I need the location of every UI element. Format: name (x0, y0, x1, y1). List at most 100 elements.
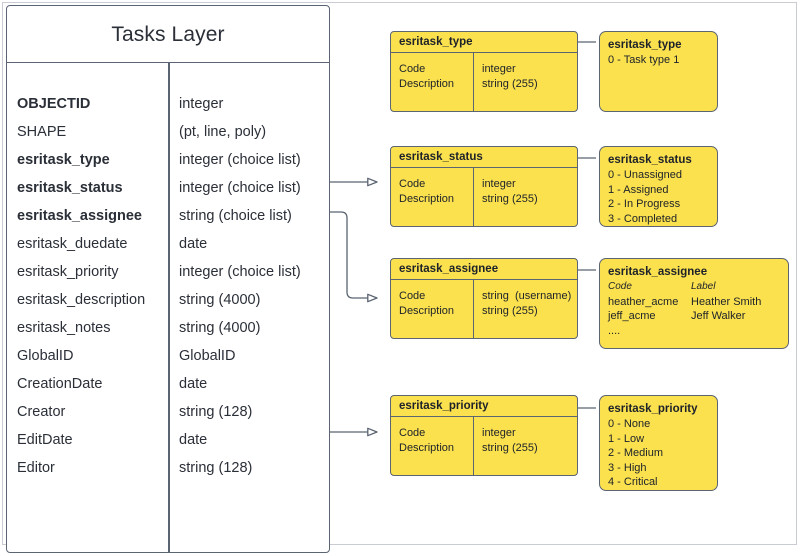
domain-box-left-labels: Code Description (399, 178, 455, 205)
field-name: GlobalID (17, 348, 74, 364)
tasks-layer-entity: Tasks Layer OBJECTID integer SHAPE (pt, … (6, 5, 330, 553)
domain-box-left-labels: Code Description (399, 290, 455, 317)
value-box-title: esritask_status (608, 154, 692, 166)
domain-box-title: esritask_type (391, 32, 577, 53)
domain-box-divider (473, 168, 475, 226)
value-box-item: 0 - None (608, 418, 651, 430)
assignee-code: heather_acme (608, 295, 679, 308)
value-box-item: 3 - High (608, 461, 647, 474)
field-name: CreationDate (17, 376, 103, 392)
value-box-item: 3 - Completed (608, 212, 678, 225)
table-row: esritask_priority integer (choice list) (7, 258, 329, 286)
field-type: integer (choice list) (179, 180, 301, 196)
column-header-label: Label (691, 281, 716, 292)
field-name: Editor (17, 460, 55, 476)
domain-box-right-labels: integer string (255) (482, 178, 538, 205)
field-type: date (179, 236, 208, 252)
value-box-item: 1 - Assigned (608, 183, 669, 196)
value-box-title: esritask_assignee (608, 266, 708, 278)
domain-box-body: Code Description string (username) strin… (391, 280, 577, 338)
domain-box-body: Code Description integer string (255) (391, 53, 577, 111)
domain-box-title: esritask_priority (391, 396, 577, 417)
field-name: esritask_priority (17, 264, 119, 280)
domain-box-divider (473, 417, 475, 475)
diagram-frame (2, 2, 797, 545)
field-type: integer (choice list) (179, 152, 301, 168)
value-box-esritask-status: esritask_status 0 - Unassigned 1 - Assig… (599, 146, 718, 227)
table-row: jeff_acme Jeff Walker (608, 309, 780, 324)
domain-box-title: esritask_assignee (391, 259, 577, 280)
field-name: esritask_type (17, 152, 110, 168)
field-name: esritask_status (17, 180, 123, 196)
value-box-ellipsis: .... (608, 324, 621, 337)
field-type: date (179, 376, 208, 392)
value-box-esritask-assignee: esritask_assignee Code Label heather_acm… (599, 258, 789, 349)
domain-box-left-labels: Code Description (399, 63, 455, 90)
page-title: Tasks Layer (7, 6, 329, 63)
value-box-column-headers: Code Label (608, 280, 780, 295)
field-name: OBJECTID (17, 96, 91, 112)
field-name: EditDate (17, 432, 73, 448)
table-row: esritask_type integer (choice list) (7, 146, 329, 174)
field-type: string (128) (179, 404, 253, 420)
value-box-title: esritask_type (608, 39, 682, 51)
table-row: EditDate date (7, 426, 329, 454)
domain-box-right-labels: integer string (255) (482, 427, 538, 454)
domain-box-title: esritask_status (391, 147, 577, 168)
table-row: CreationDate date (7, 370, 329, 398)
table-row: OBJECTID integer (7, 90, 329, 118)
domain-box-body: Code Description integer string (255) (391, 417, 577, 475)
field-type: string (4000) (179, 292, 261, 308)
domain-box-right-labels: integer string (255) (482, 63, 538, 90)
table-row: SHAPE (pt, line, poly) (7, 118, 329, 146)
field-type: (pt, line, poly) (179, 124, 267, 140)
assignee-label: Heather Smith (691, 295, 762, 308)
value-box-item: 0 - Task type 1 (608, 54, 680, 66)
field-type: date (179, 432, 208, 448)
table-row: esritask_duedate date (7, 230, 329, 258)
value-box-item: 2 - In Progress (608, 198, 681, 210)
field-type: integer (179, 96, 224, 112)
domain-box-esritask-priority: esritask_priority Code Description integ… (390, 395, 578, 476)
value-box-esritask-priority: esritask_priority 0 - None 1 - Low 2 - M… (599, 395, 718, 491)
domain-box-body: Code Description integer string (255) (391, 168, 577, 226)
field-name: esritask_assignee (17, 208, 142, 224)
field-name: esritask_description (17, 292, 146, 308)
domain-box-right-labels: string (username) string (255) (482, 290, 572, 317)
assignee-label: Jeff Walker (691, 310, 746, 322)
entity-body: OBJECTID integer SHAPE (pt, line, poly) … (7, 63, 329, 552)
value-box-item: 2 - Medium (608, 447, 664, 459)
assignee-code: jeff_acme (608, 310, 656, 322)
domain-box-esritask-status: esritask_status Code Description integer… (390, 146, 578, 227)
field-type: string (4000) (179, 320, 261, 336)
field-name: Creator (17, 404, 66, 420)
field-type: string (choice list) (179, 208, 292, 224)
field-name: esritask_duedate (17, 236, 128, 252)
table-row: Editor string (128) (7, 454, 329, 482)
entity-field-list: OBJECTID integer SHAPE (pt, line, poly) … (7, 63, 329, 482)
table-row: heather_acme Heather Smith (608, 295, 780, 310)
value-box-item: 0 - Unassigned (608, 169, 682, 181)
domain-box-divider (473, 280, 475, 338)
field-type: GlobalID (179, 348, 236, 364)
column-header-code: Code (608, 281, 632, 292)
field-name: esritask_notes (17, 320, 111, 336)
domain-box-esritask-type: esritask_type Code Description integer s… (390, 31, 578, 112)
value-box-item: 1 - Low (608, 432, 645, 445)
value-box-esritask-type: esritask_type 0 - Task type 1 (599, 31, 718, 112)
table-row: Creator string (128) (7, 398, 329, 426)
table-row: esritask_description string (4000) (7, 286, 329, 314)
value-box-item: 4 - Critical (608, 476, 658, 488)
domain-box-left-labels: Code Description (399, 427, 455, 454)
table-row: esritask_assignee string (choice list) (7, 202, 329, 230)
field-type: integer (choice list) (179, 264, 301, 280)
table-row: esritask_notes string (4000) (7, 314, 329, 342)
domain-box-divider (473, 53, 475, 111)
field-name: SHAPE (17, 124, 67, 140)
table-row: esritask_status integer (choice list) (7, 174, 329, 202)
entity-column-divider (168, 63, 170, 552)
domain-box-esritask-assignee: esritask_assignee Code Description strin… (390, 258, 578, 339)
field-type: string (128) (179, 460, 253, 476)
table-row: GlobalID GlobalID (7, 342, 329, 370)
